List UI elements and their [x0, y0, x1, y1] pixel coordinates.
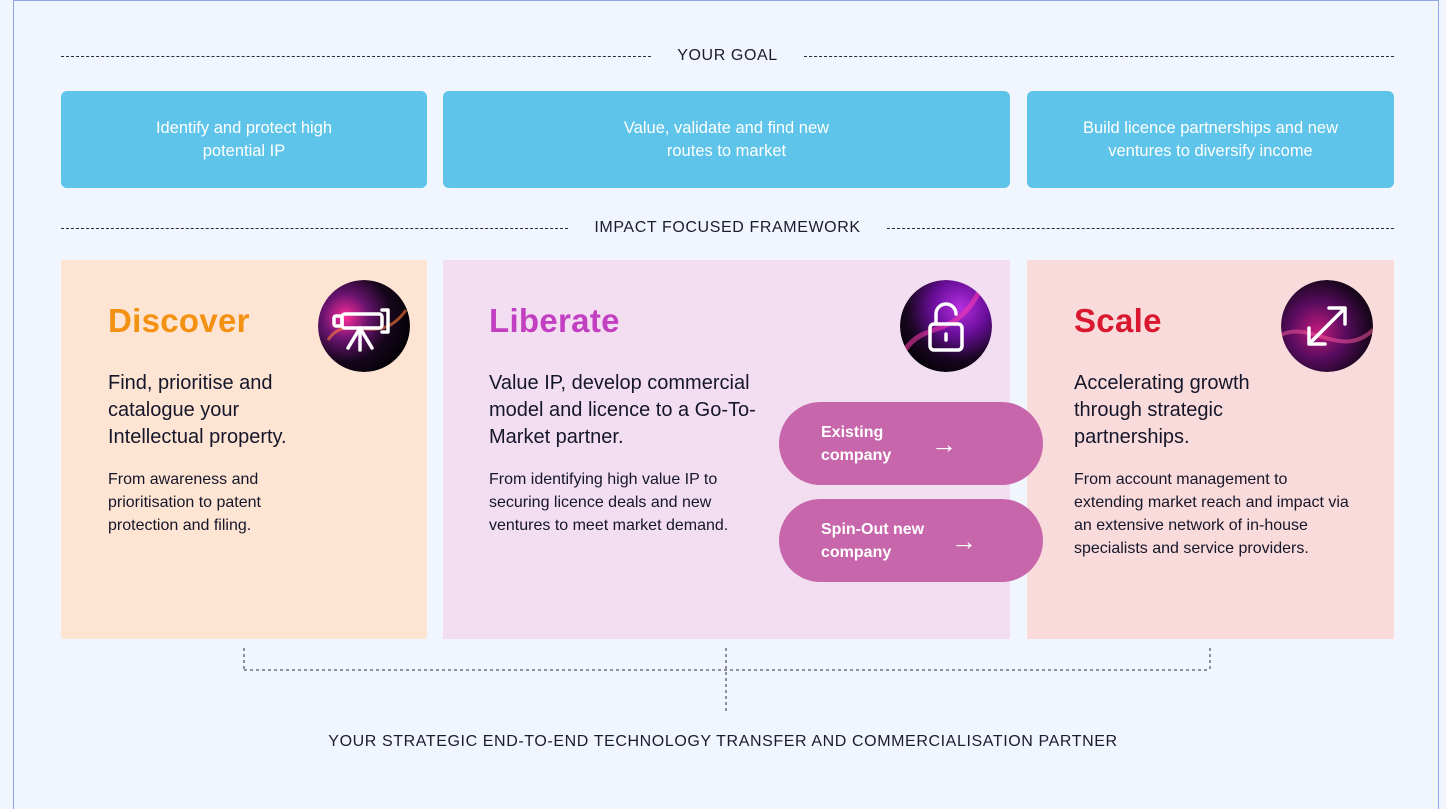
framework-divider-label: IMPACT FOCUSED FRAMEWORK [594, 219, 861, 236]
goal-text: Build licence partnerships and new ventu… [1083, 118, 1338, 160]
scale-title: Scale [1074, 302, 1162, 339]
arrow-right-icon: → [951, 525, 977, 556]
unlock-icon [900, 280, 992, 372]
route-label: Spin-Out new company [821, 520, 925, 561]
liberate-lead: Value IP, develop commercial model and l… [489, 372, 756, 448]
goal-box-value: Value, validate and find new routes to m… [443, 91, 1010, 188]
spin-out-route: Spin-Out new company → [779, 499, 1043, 582]
liberate-title: Liberate [489, 302, 620, 339]
divider-line-right [886, 227, 1395, 229]
goal-box-build: Build licence partnerships and new ventu… [1027, 91, 1394, 188]
existing-company-route: Existing company → [779, 402, 1043, 485]
divider-line-right [803, 55, 1395, 57]
goal-text: Identify and protect high potential IP [155, 118, 333, 160]
goal-text: Value, validate and find new routes to m… [623, 118, 830, 160]
telescope-icon [318, 280, 410, 372]
divider-line-left [61, 227, 569, 229]
framework-divider: IMPACT FOCUSED FRAMEWORK [61, 218, 1395, 238]
divider-line-left [61, 55, 652, 57]
discover-lead: Find, prioritise and catalogue your Inte… [108, 372, 287, 448]
goal-divider: YOUR GOAL [61, 46, 1395, 66]
bracket-connector [243, 648, 1211, 714]
partner-label: YOUR STRATEGIC END-TO-END TECHNOLOGY TRA… [328, 733, 1118, 750]
scale-body: From account management to extending mar… [1074, 471, 1349, 557]
diagram-frame [13, 0, 1439, 809]
goal-box-identify: Identify and protect high potential IP [61, 91, 427, 188]
liberate-body: From identifying high value IP to securi… [489, 471, 729, 534]
discover-panel: Discover Find, prioritis [61, 260, 427, 639]
scale-lead: Accelerating growth through strategic pa… [1074, 372, 1250, 448]
scale-panel: Scale Accelerating growth through strate… [1027, 260, 1394, 639]
goal-divider-label: YOUR GOAL [677, 47, 778, 64]
expand-arrows-icon [1281, 280, 1373, 372]
discover-title: Discover [108, 302, 250, 339]
discover-body: From awareness and prioritisation to pat… [108, 471, 261, 534]
arrow-right-icon: → [931, 428, 957, 459]
route-label: Existing company [821, 423, 892, 464]
